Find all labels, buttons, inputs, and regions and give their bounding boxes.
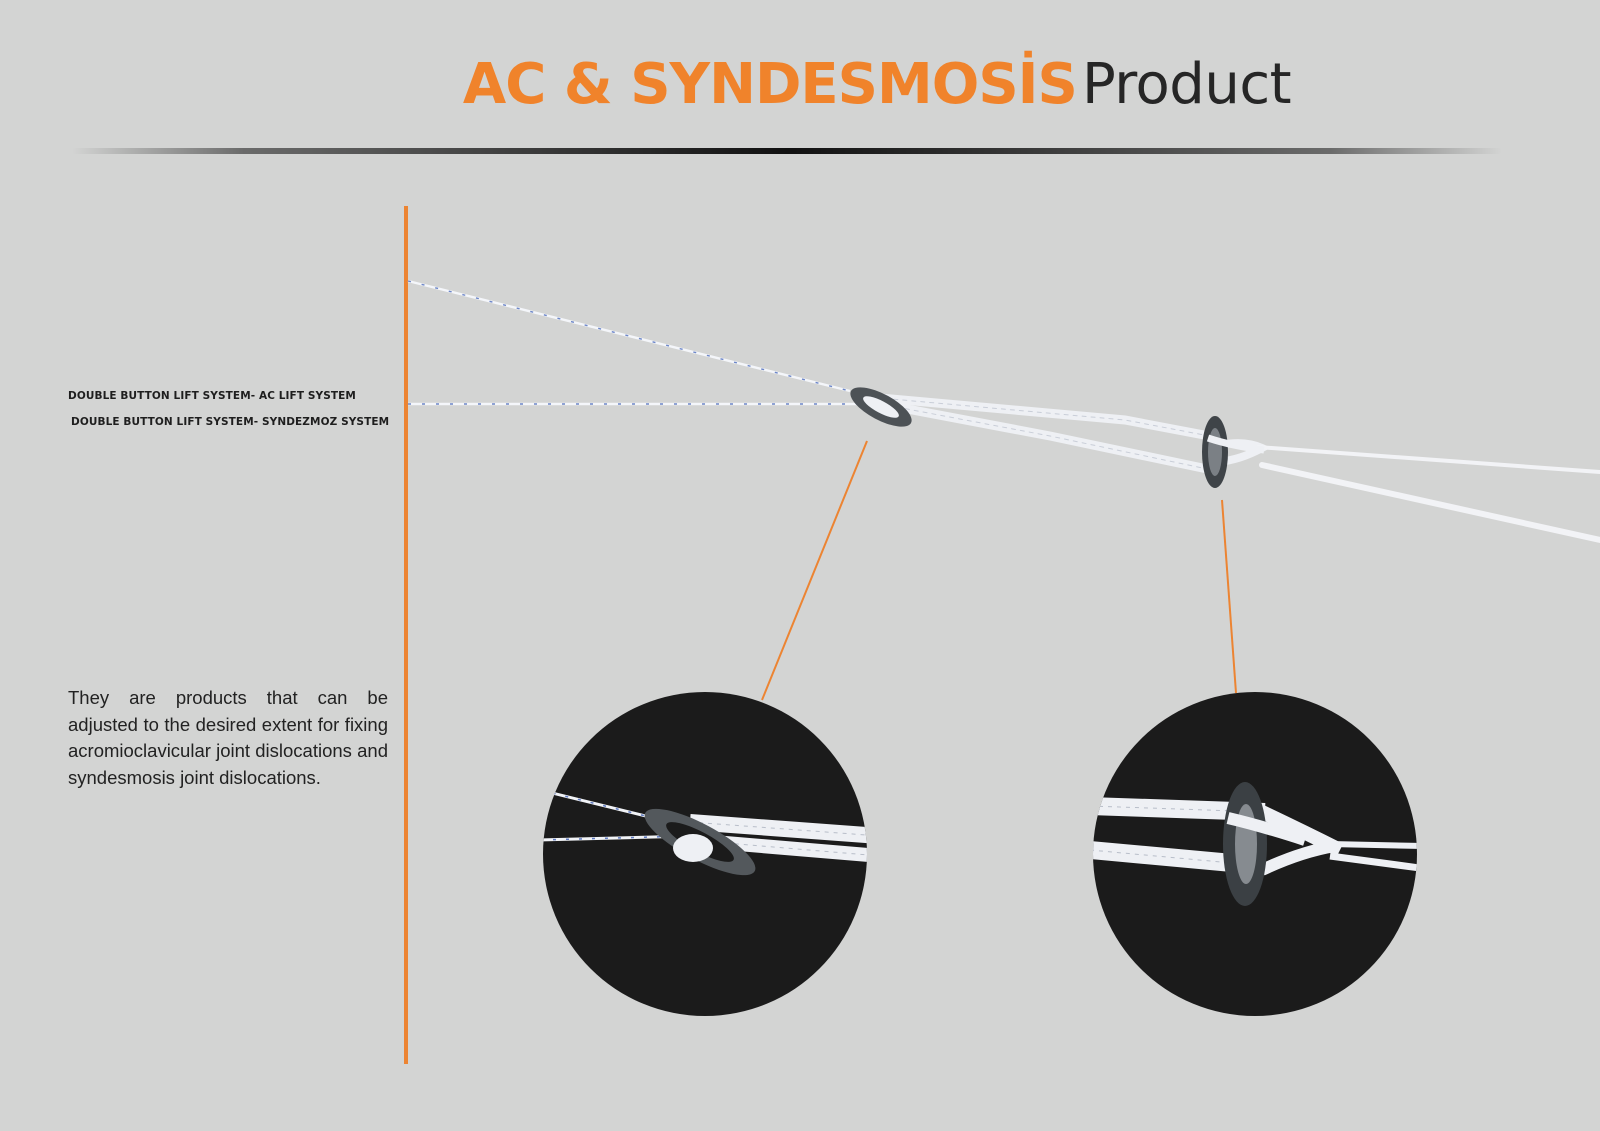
ac-lift-system-label: DOUBLE BUTTON LIFT SYSTEM- AC LIFT SYSTE… bbox=[68, 390, 356, 402]
title-divider bbox=[72, 148, 1502, 154]
braided-suture-loops bbox=[853, 391, 1600, 543]
right-zoom-circle bbox=[1093, 692, 1417, 1016]
product-description: They are products that can be adjusted t… bbox=[68, 687, 388, 788]
left-button bbox=[850, 387, 912, 427]
left-zoom-circle bbox=[543, 692, 867, 1016]
callout-leader-lines bbox=[761, 440, 1237, 701]
orange-vertical-rule bbox=[404, 206, 408, 1064]
thin-suture-strands bbox=[407, 279, 866, 406]
page-title-rest: Product bbox=[1081, 52, 1292, 117]
page-title-accent: AC & SYNDESMOSİS bbox=[462, 52, 1078, 117]
right-button bbox=[1202, 416, 1265, 488]
page-title: AC & SYNDESMOSİS Product bbox=[77, 52, 1600, 117]
syndesmosis-system-label: DOUBLE BUTTON LIFT SYSTEM- SYNDEZMOZ SYS… bbox=[71, 416, 390, 428]
